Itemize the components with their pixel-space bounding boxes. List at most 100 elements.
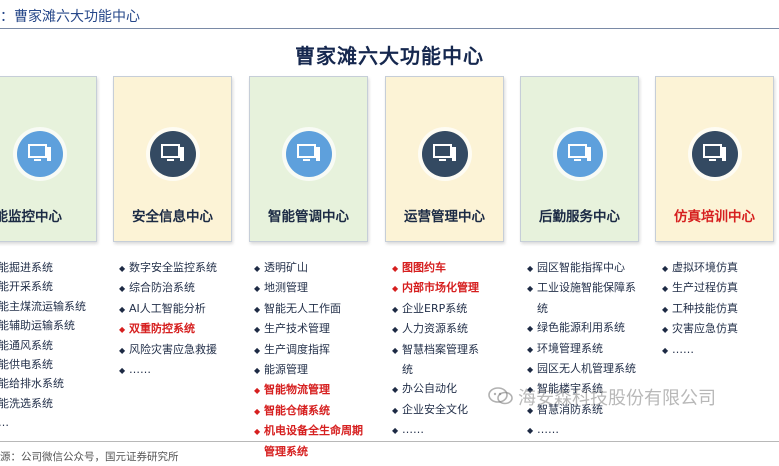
diamond-bullet-icon: ◆ (392, 325, 399, 335)
list-item: 统 (527, 299, 636, 318)
list-item-text: 办公自动化 (402, 382, 457, 396)
center-title: 仿真培训中心 (674, 209, 755, 225)
monitor-icon (17, 131, 63, 177)
diamond-bullet-icon: ◆ (392, 264, 399, 273)
list-item: 能辅助运输系统 (0, 316, 86, 335)
list-item: ◆能源管理 (254, 360, 363, 380)
list-item-text: 智慧档案管理系 (402, 342, 479, 356)
list-item-text: 能掘进系统 (0, 261, 53, 274)
diamond-bullet-icon: ◆ (527, 365, 534, 375)
watermark: 海安森科技股份有限公司 (488, 384, 716, 411)
monitor-icon (692, 131, 738, 177)
list-item-text: 生产过程仿真 (672, 281, 738, 295)
diamond-bullet-icon: ◆ (662, 345, 669, 355)
list-item-text: 生产调度指挥 (264, 342, 330, 356)
diamond-bullet-icon: ◆ (527, 344, 534, 354)
diamond-bullet-icon: ◆ (662, 284, 669, 294)
diamond-bullet-icon: ◆ (527, 264, 534, 273)
list-item-text: 能主煤流运输系统 (0, 299, 86, 313)
diamond-bullet-icon: ◆ (119, 284, 126, 294)
list-item-text: 环境管理系统 (537, 341, 603, 355)
list-item: ◆灾害应急仿真 (662, 319, 738, 339)
list-item: ◆双重防控系统 (119, 319, 217, 339)
list-item: ◆智能楼宇系统 (527, 379, 636, 399)
list-item-text: 能开采系统 (0, 280, 53, 294)
diamond-bullet-icon: ◆ (254, 366, 261, 376)
list-item-text: 智能无人工作面 (264, 301, 341, 315)
list-item: ◆虚拟环境仿真 (662, 258, 738, 278)
diamond-bullet-icon: ◆ (119, 304, 126, 314)
center-item-list: ◆数字安全监控系统◆综合防治系统◆AI人工智能分析◆双重防控系统◆风险灾害应急救… (119, 258, 217, 380)
diamond-bullet-icon: ◆ (392, 345, 399, 355)
list-item: ◆机电设备全生命周期 (254, 421, 363, 441)
diamond-bullet-icon: ◆ (392, 385, 399, 395)
diamond-bullet-icon: ◆ (254, 264, 261, 273)
center-item-list: ◆图图约车◆内部市场化管理◆企业ERP系统◆人力资源系统◆智慧档案管理系统◆办公… (392, 258, 479, 441)
list-item-text: 企业ERP系统 (402, 301, 468, 315)
list-item: ◆AI人工智能分析 (119, 299, 217, 319)
list-item-text: 能洗选系统 (0, 396, 53, 410)
list-item: 能给排水系统 (0, 374, 86, 393)
center-panel-logistics: 后勤服务中心 (520, 76, 639, 242)
list-item: ◆人力资源系统 (392, 319, 479, 339)
list-item-text: 透明矿山 (264, 261, 308, 274)
diamond-bullet-icon: ◆ (254, 325, 261, 335)
monitor-icon (150, 131, 196, 177)
list-item: ◆…… (119, 360, 217, 380)
caption-divider (0, 28, 779, 29)
list-item-text: … (0, 416, 9, 429)
center-item-list: ◆透明矿山◆地测管理◆智能无人工作面◆生产技术管理◆生产调度指挥◆能源管理◆智能… (254, 258, 363, 466)
list-item: … (0, 413, 86, 432)
watermark-text: 海安森科技股份有限公司 (518, 388, 716, 409)
list-item-text: 数字安全监控系统 (129, 261, 217, 274)
diamond-bullet-icon: ◆ (254, 427, 261, 437)
center-panel-monitoring: 智能监控中心 (0, 76, 97, 242)
list-item-text: 园区智能指挥中心 (537, 261, 625, 274)
center-panel-safety: 安全信息中心 (113, 76, 232, 242)
diamond-bullet-icon: ◆ (392, 284, 399, 294)
list-item: 管理系统 (254, 442, 363, 461)
diamond-bullet-icon: ◆ (527, 284, 534, 294)
list-item-text: 工种技能仿真 (672, 301, 738, 315)
center-title: 后勤服务中心 (539, 209, 620, 225)
diamond-bullet-icon: ◆ (119, 325, 126, 335)
diamond-bullet-icon: ◆ (527, 385, 534, 395)
list-item-text: 灾害应急仿真 (672, 322, 738, 336)
list-item-text: 能给排水系统 (0, 377, 64, 391)
diamond-bullet-icon: ◆ (527, 426, 534, 436)
center-title: 智能管调中心 (268, 209, 349, 225)
diamond-bullet-icon: ◆ (119, 345, 126, 355)
center-title: 安全信息中心 (132, 209, 213, 225)
list-item: ◆地测管理 (254, 278, 363, 298)
list-item: 统 (392, 360, 479, 379)
center-item-list: ◆园区智能指挥中心◆工业设施智能保障系统◆绿色能源利用系统◆环境管理系统◆园区无… (527, 258, 636, 441)
list-item: 能供电系统 (0, 355, 86, 374)
diamond-bullet-icon: ◆ (662, 325, 669, 335)
list-item-text: 机电设备全生命周期 (264, 424, 363, 438)
diamond-bullet-icon: ◆ (254, 386, 261, 396)
list-item: ◆生产过程仿真 (662, 278, 738, 298)
wechat-icon (488, 386, 514, 411)
list-item-text: 生产技术管理 (264, 322, 330, 336)
list-item-text: 能供电系统 (0, 358, 53, 372)
list-item: ◆绿色能源利用系统 (527, 318, 636, 338)
diamond-bullet-icon: ◆ (254, 462, 264, 466)
center-panel-dispatch: 智能管调中心 (249, 76, 368, 242)
list-item-text: 风险灾害应急救援 (129, 342, 217, 356)
list-item: ◆企业ERP系统 (392, 299, 479, 319)
list-item: ◆智慧档案管理系 (392, 340, 479, 360)
list-item-text: …… (402, 423, 424, 437)
diamond-bullet-icon: ◆ (392, 405, 399, 415)
diamond-bullet-icon: ◆ (119, 264, 126, 273)
center-title: 运营管理中心 (404, 209, 485, 225)
list-item-text: 智能仓储系统 (264, 403, 330, 417)
list-item: ◆园区无人机管理系统 (527, 359, 636, 379)
center-panel-training: 仿真培训中心 (655, 76, 774, 242)
diamond-bullet-icon: ◆ (254, 304, 261, 314)
list-item: ◆智慧消防系统 (527, 400, 636, 420)
diamond-bullet-icon: ◆ (254, 345, 261, 355)
list-item: 能洗选系统 (0, 394, 86, 413)
list-item: ◆工种技能仿真 (662, 299, 738, 319)
diamond-bullet-icon: ◆ (254, 284, 261, 294)
list-item: ◆透明矿山 (254, 258, 363, 278)
